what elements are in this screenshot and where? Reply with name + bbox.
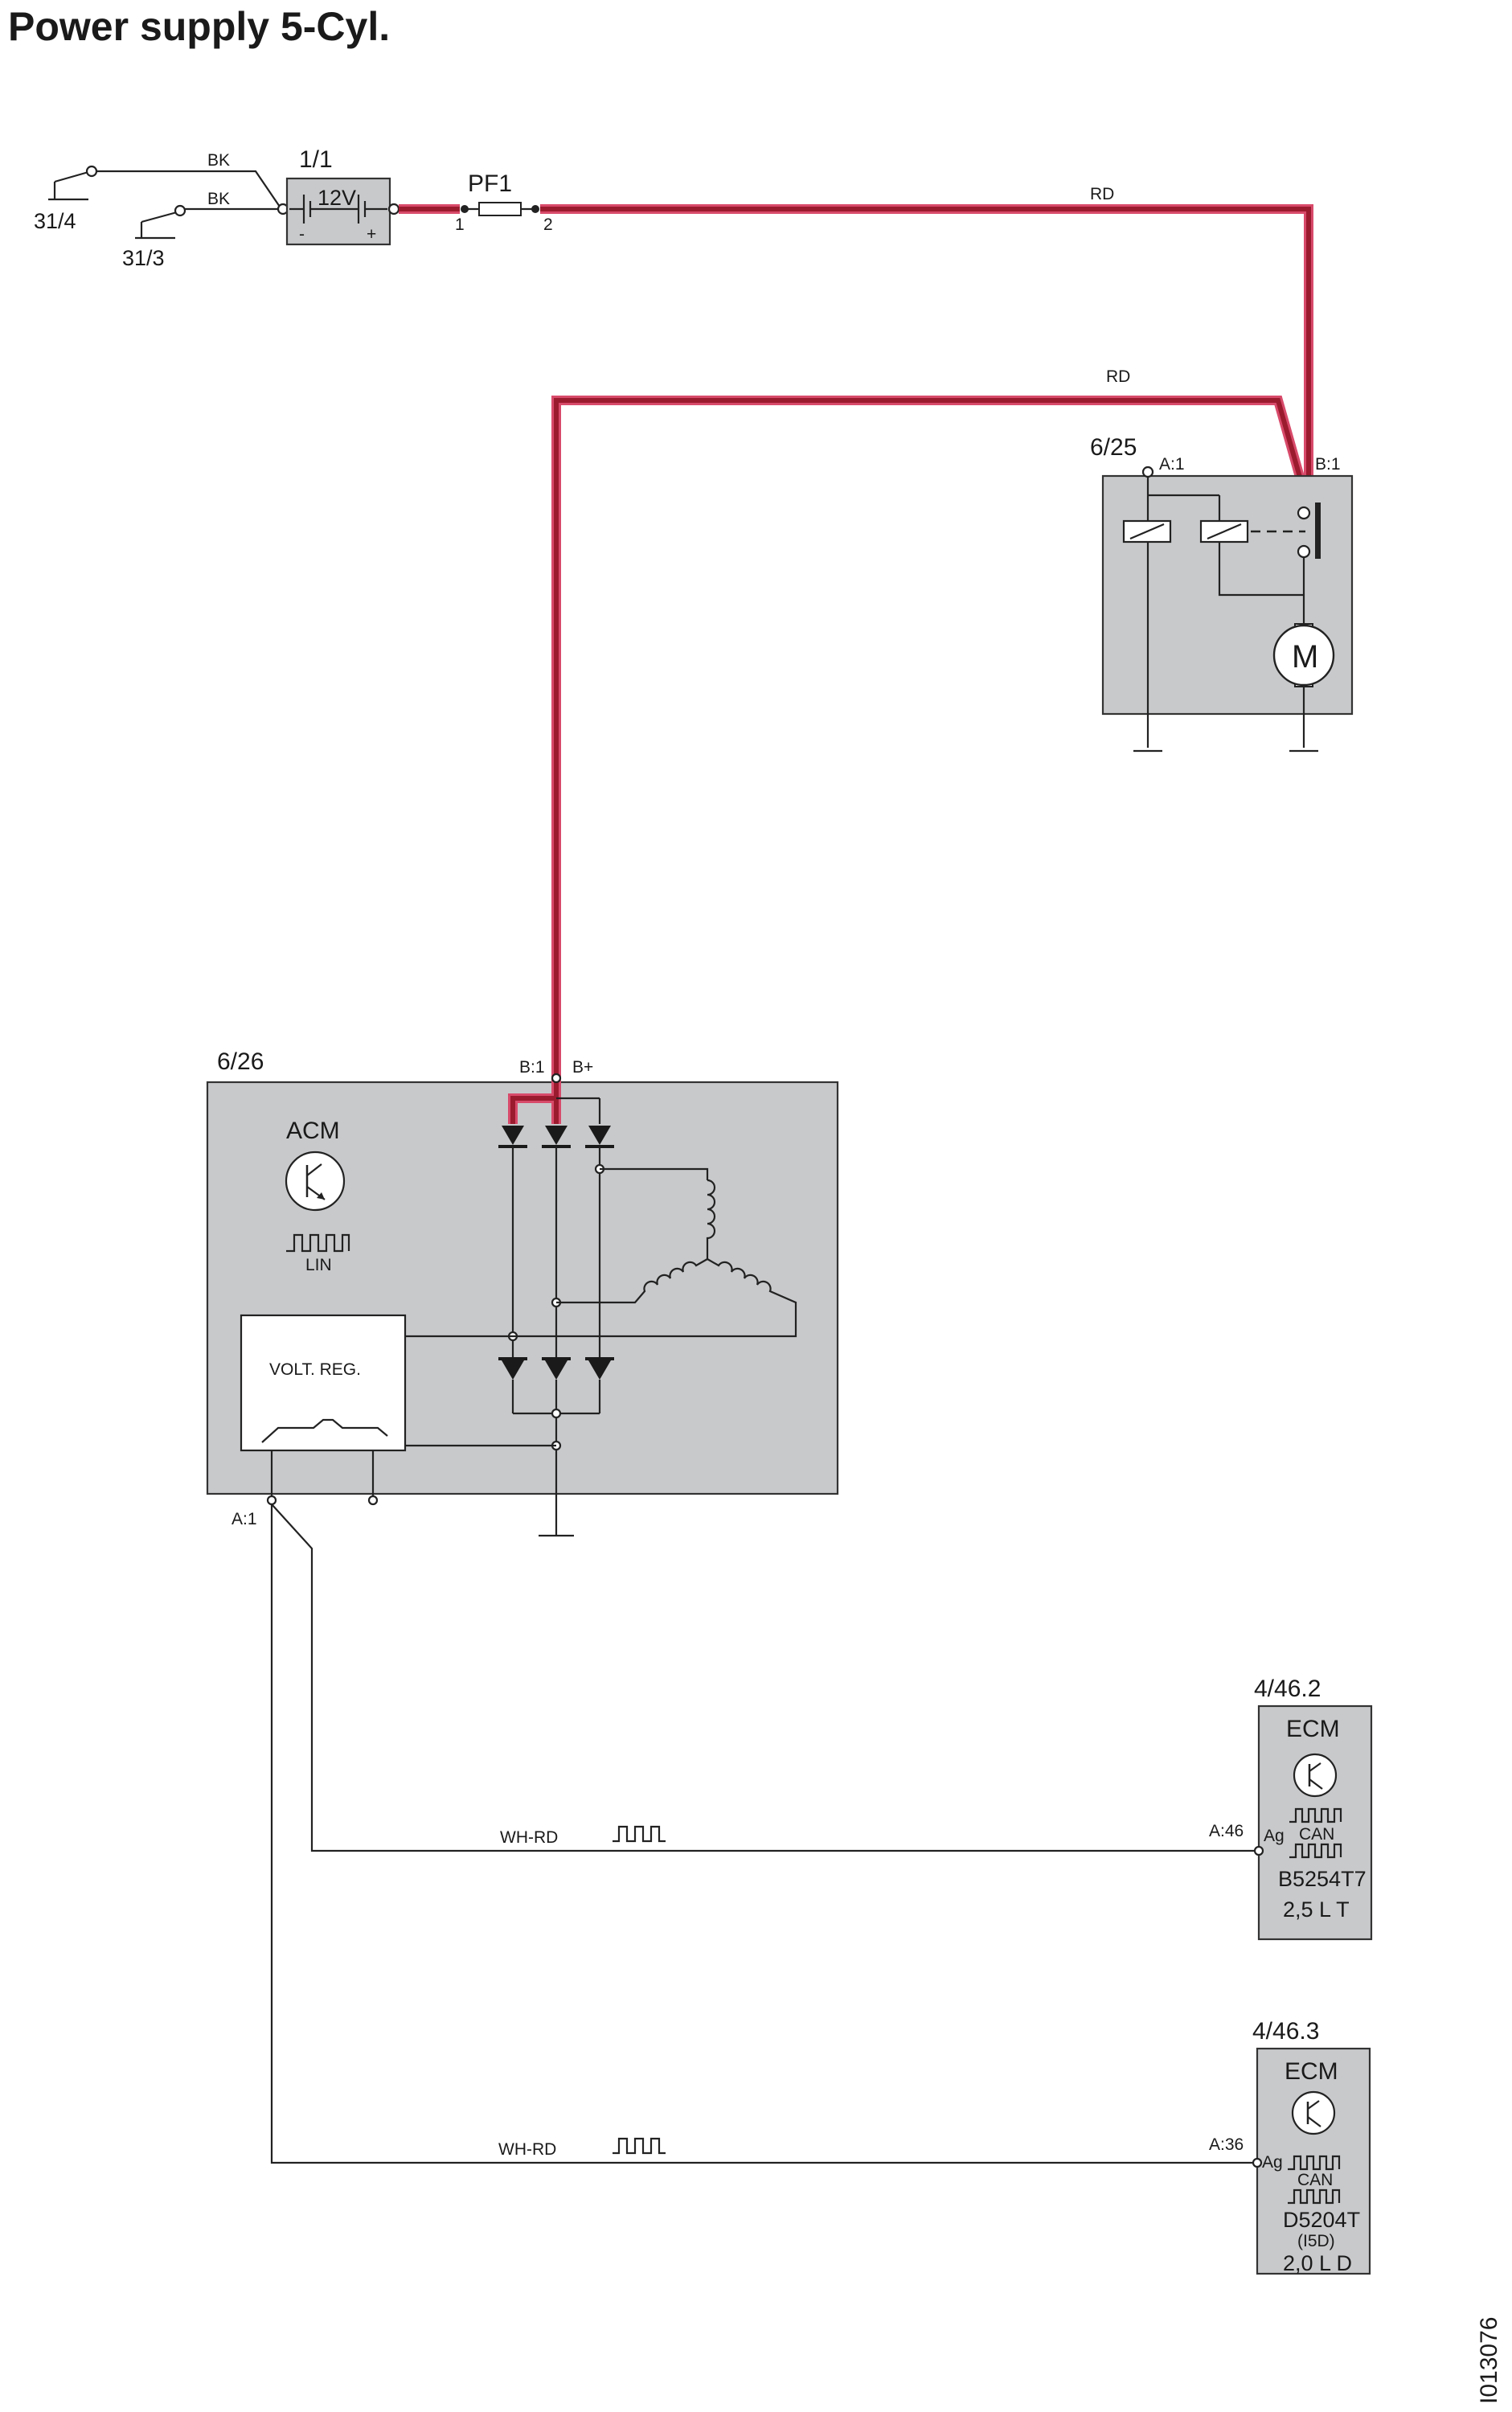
acm-label: ACM — [286, 1118, 340, 1144]
battery-plus: + — [367, 225, 376, 244]
ecm2-ref: 4/46.3 — [1252, 2018, 1319, 2045]
alternator-power-bus — [508, 1073, 601, 1124]
wire-label-bk-2: BK — [207, 190, 230, 208]
bk-wires — [96, 170, 289, 215]
ecm1-ag-label: Ag — [1264, 1827, 1285, 1845]
ground-31-3 — [135, 204, 186, 240]
fuse-pin-2: 2 — [543, 215, 553, 234]
page-title: Power supply 5-Cyl. — [8, 4, 390, 49]
stator-windings — [513, 1167, 797, 1338]
wire-label-rd-2: RD — [1106, 367, 1130, 386]
lin-wire-ecm1 — [271, 1503, 1254, 1852]
power-wire-starter-alternator — [551, 396, 1313, 1077]
ecm2-can-label: CAN — [1297, 2171, 1333, 2189]
document-id: I013076 — [1476, 2317, 1502, 2404]
lin-pulse-icon-1 — [613, 1825, 666, 1843]
ecm1-ref: 4/46.2 — [1254, 1676, 1321, 1702]
ecm2-can-pulse-upper — [1288, 2155, 1341, 2171]
lin-wire-ecm2 — [270, 1504, 1254, 2164]
ecm2-name: ECM — [1285, 2058, 1338, 2085]
ground-label-31-3: 31/3 — [122, 246, 165, 270]
lin-pulse-icon — [286, 1233, 350, 1253]
battery-minus: - — [299, 225, 305, 244]
ecm2-engine: D5204T — [1283, 2208, 1360, 2232]
alternator-pin-b1: B:1 — [519, 1058, 545, 1077]
voltage-regulator-label: VOLT. REG. — [269, 1360, 361, 1379]
ground-label-31-4: 31/4 — [34, 209, 76, 233]
alternator-pin-bplus: B+ — [572, 1058, 593, 1077]
ecm1-engine: B5254T7 — [1278, 1867, 1367, 1891]
battery-ref: 1/1 — [299, 146, 333, 173]
alternator-pin-a1: A:1 — [232, 1510, 257, 1528]
fuse-ref: PF1 — [468, 170, 512, 197]
ecm1-can-pulse-lower — [1289, 1843, 1342, 1859]
ecm2-displacement: 2,0 L D — [1283, 2251, 1352, 2275]
regulator-symbol — [261, 1418, 388, 1443]
ecm1-can-pulse-upper — [1289, 1807, 1342, 1823]
battery-symbol — [289, 195, 387, 224]
wire-label-bk-1: BK — [207, 151, 230, 170]
ecm2-transistor-icon — [1291, 2090, 1336, 2135]
ecm2-can-pulse-lower — [1288, 2188, 1341, 2205]
ecm1-name: ECM — [1286, 1716, 1340, 1742]
ecm1-can-label: CAN — [1299, 1825, 1334, 1844]
ecm1-transistor-icon — [1293, 1753, 1338, 1798]
ecm2-pin: A:36 — [1209, 2135, 1244, 2154]
wire-label-rd-1: RD — [1090, 185, 1114, 203]
starter-pin-a: A:1 — [1159, 455, 1185, 474]
motor-label: M — [1292, 639, 1318, 675]
fuse-PF1 — [461, 202, 539, 216]
wire-label-wh-rd-1: WH-RD — [500, 1828, 558, 1847]
ecm2-terminal — [1252, 2157, 1263, 2168]
fuse-pin-1: 1 — [455, 215, 465, 234]
rectifier-bridge — [498, 1126, 614, 1537]
ecm2-ag-label: Ag — [1262, 2153, 1283, 2172]
ecm1-terminal — [1253, 1845, 1264, 1856]
ecm1-displacement: 2,5 L T — [1283, 1897, 1350, 1922]
battery-voltage: 12V — [318, 186, 356, 210]
alternator-ref: 6/26 — [217, 1048, 264, 1075]
transistor-icon — [285, 1151, 346, 1212]
motor-symbol — [1272, 624, 1335, 687]
lin-label: LIN — [305, 1256, 332, 1274]
ground-31-4 — [48, 165, 98, 201]
wire-label-wh-rd-2: WH-RD — [498, 2140, 556, 2159]
battery-plus-terminal — [387, 203, 400, 215]
lin-pulse-icon-2 — [613, 2137, 666, 2155]
ecm1-pin: A:46 — [1209, 1822, 1244, 1840]
starter-pin-b: B:1 — [1315, 455, 1341, 474]
starter-ref: 6/25 — [1090, 434, 1137, 461]
ecm2-variant: (I5D) — [1297, 2232, 1335, 2250]
power-wire-fuse-starter — [540, 204, 1313, 508]
